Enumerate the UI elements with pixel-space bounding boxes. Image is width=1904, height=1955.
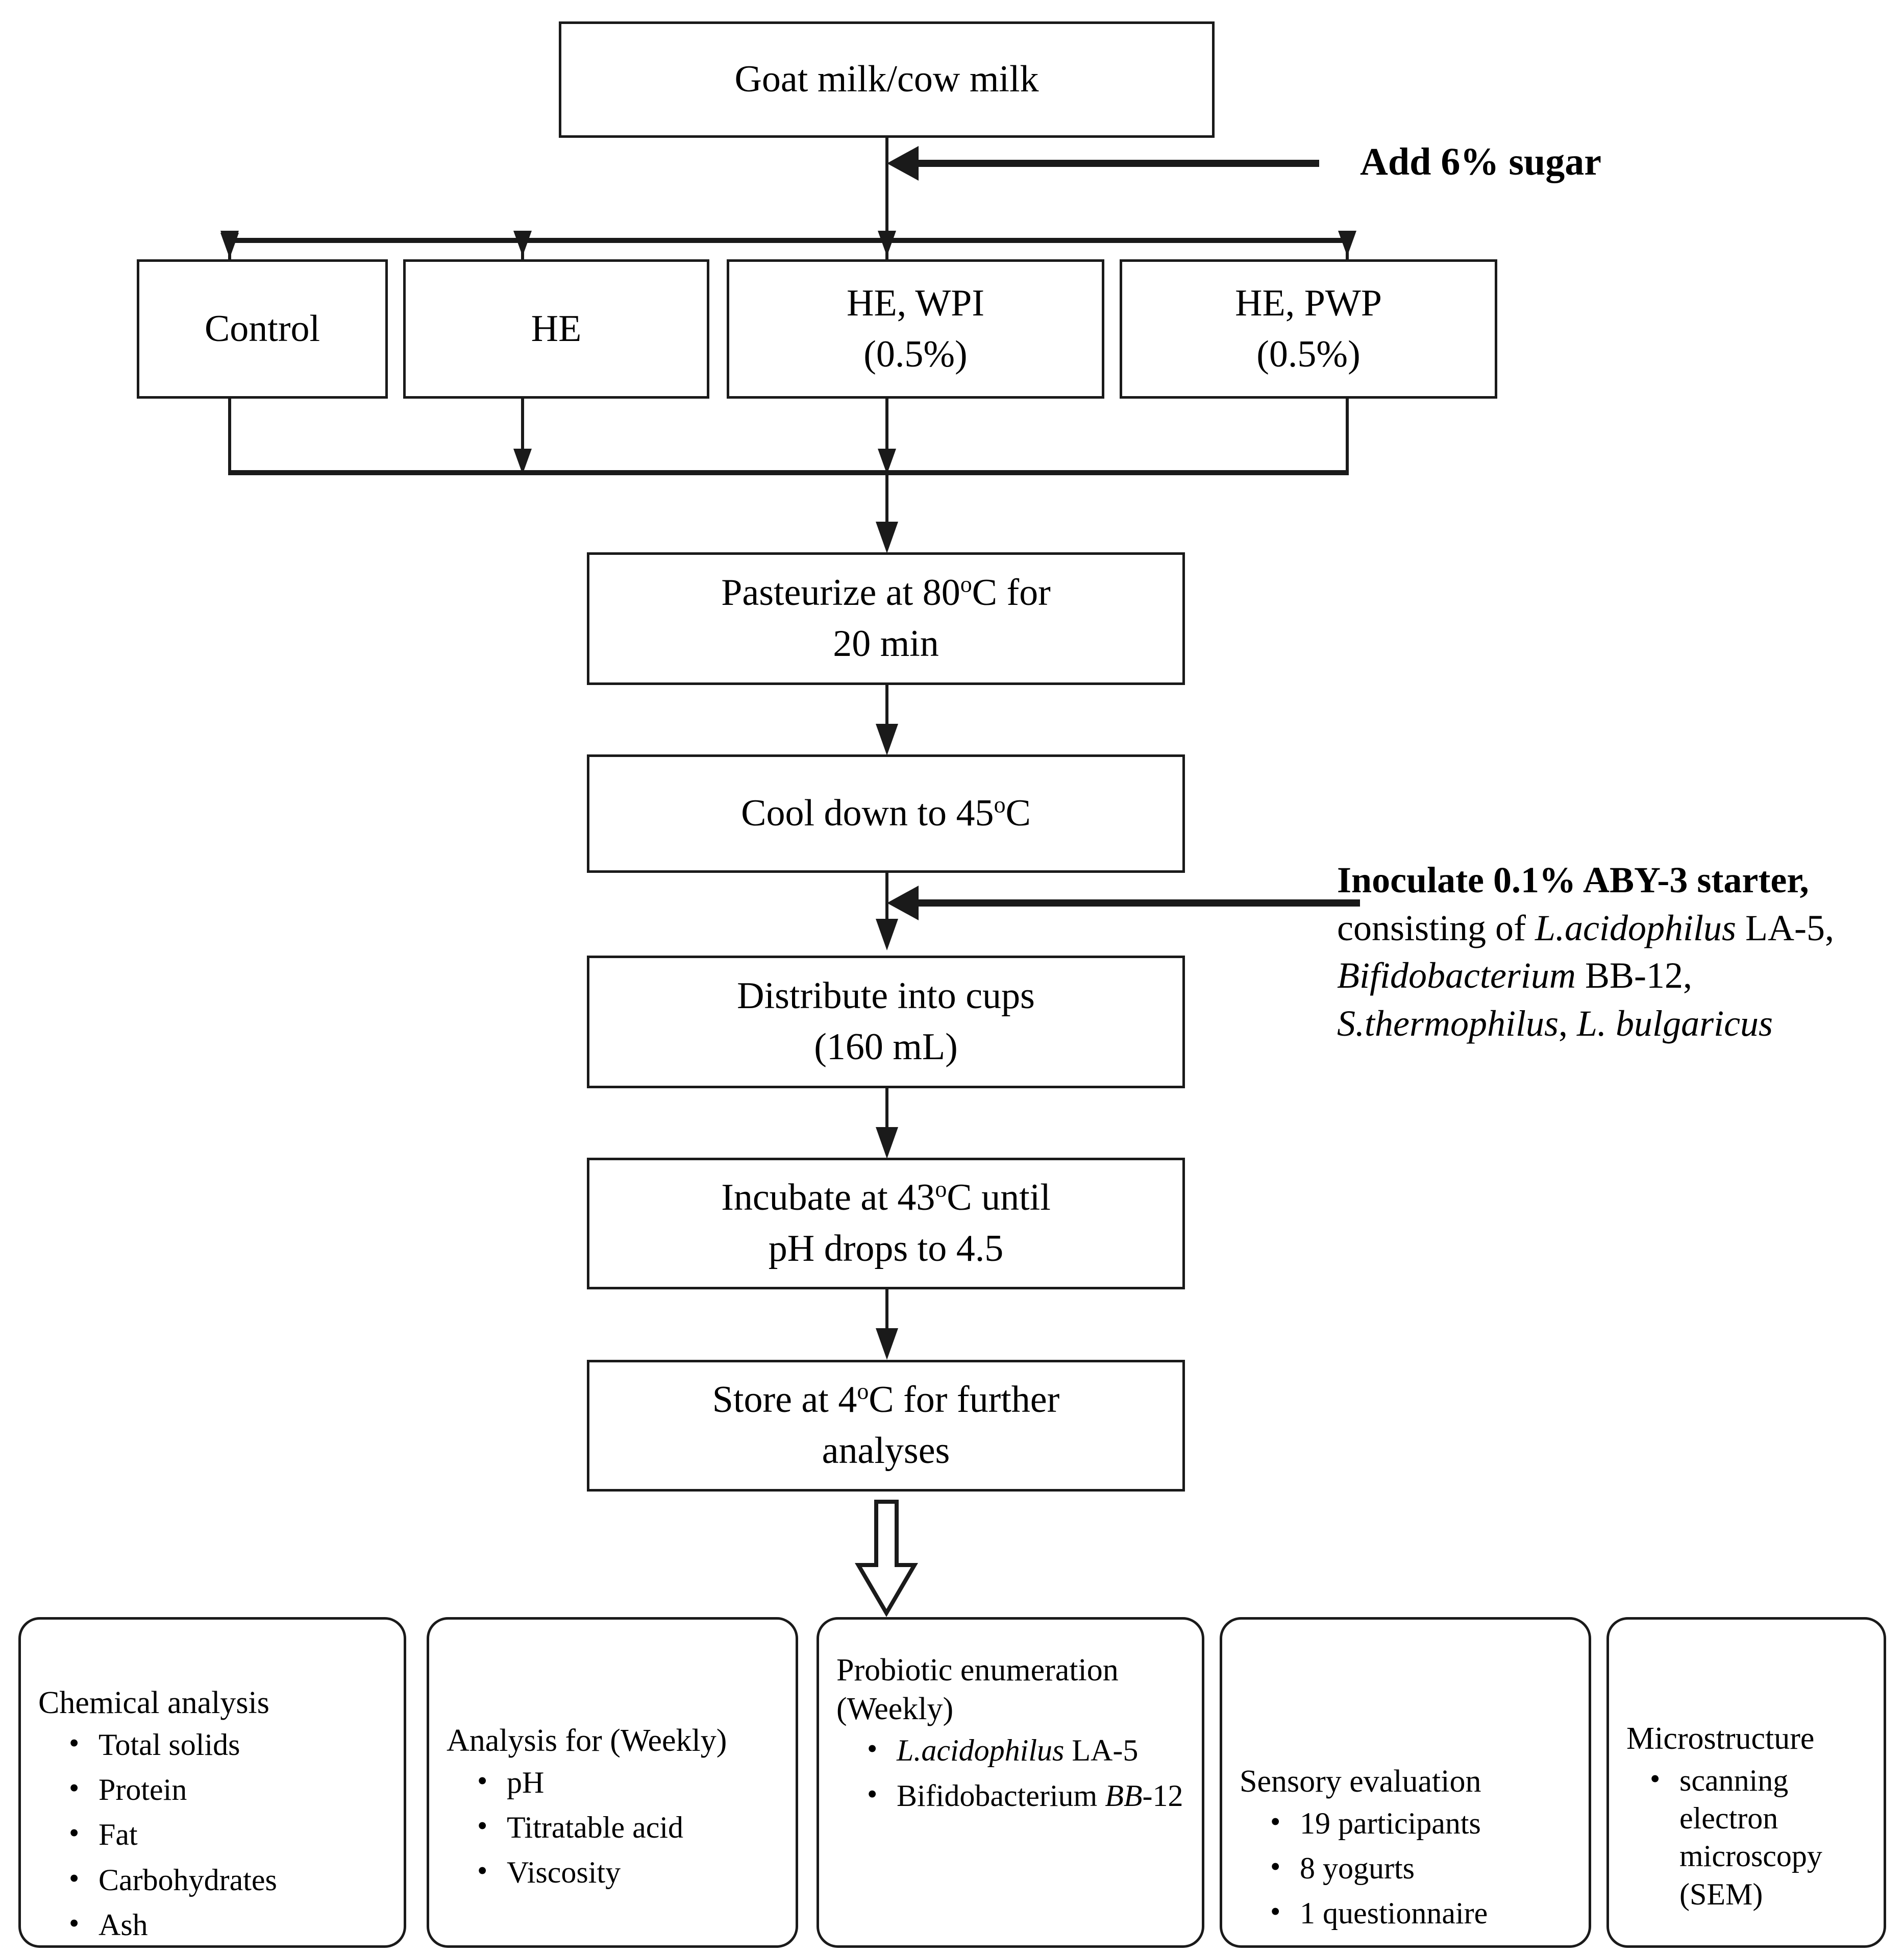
card-body-chemical: Chemical analysis Total solids Protein F… — [21, 1684, 404, 1945]
process-label-store: Store at 4oC for further analyses — [712, 1378, 1060, 1472]
probiotic-item-1-italic: BB — [1105, 1778, 1143, 1813]
arrowhead-to-store — [876, 1328, 898, 1360]
degree-symbol: o — [960, 571, 972, 597]
treatment-box-he: HE — [403, 259, 709, 399]
list-item: pH — [477, 1763, 778, 1801]
merge-leg-he — [521, 399, 524, 452]
merge-arrowhead-he — [513, 449, 532, 474]
analysis-card-weekly-analysis: Analysis for (Weekly) pH Titratable acid… — [427, 1617, 798, 1948]
degree-symbol: o — [935, 1176, 947, 1202]
process-box-pasteurize: Pasteurize at 80oC for 20 min — [587, 552, 1185, 685]
card-body-weekly: Analysis for (Weekly) pH Titratable acid… — [429, 1722, 796, 1899]
process-label-distribute: Distribute into cups (160 mL) — [737, 975, 1035, 1068]
analysis-card-chemical-analysis: Chemical analysis Total solids Protein F… — [18, 1617, 406, 1948]
card-title-weekly: Analysis for (Weekly) — [447, 1723, 727, 1758]
card-body-sensory: Sensory evaluation 19 participants 8 yog… — [1222, 1763, 1589, 1940]
card-title-chemical: Chemical analysis — [38, 1685, 269, 1720]
block-arrow-to-analyses — [855, 1500, 918, 1617]
list-item: Carbohydrates — [69, 1860, 386, 1899]
connector-pasteurize-to-cool — [885, 685, 888, 735]
treatment-label-he-pwp: HE, PWP (0.5%) — [1235, 282, 1382, 375]
process-box-cool: Cool down to 45oC — [587, 754, 1185, 873]
list-item: Ash — [69, 1905, 386, 1944]
connector-merge-to-pasteurize — [885, 470, 888, 530]
sugar-arrow-shaft — [916, 160, 1319, 167]
list-item: Protein — [69, 1770, 386, 1809]
process-box-incubate: Incubate at 43oC until pH drops to 4.5 — [587, 1158, 1185, 1289]
merge-leg-control — [228, 399, 231, 474]
card-title-probiotic: Probiotic enumeration (Weekly) — [836, 1653, 1119, 1726]
card-list-microstructure: scanning electron microscopy (SEM) — [1626, 1761, 1866, 1914]
degree-symbol: o — [994, 791, 1006, 818]
add-sugar-note: Add 6% sugar — [1360, 140, 1601, 183]
connector-incubate-to-store — [885, 1289, 888, 1339]
inoculate-note-rest: consisting of — [1337, 907, 1535, 948]
merge-bus — [228, 470, 1349, 475]
arrowhead-to-cool — [876, 724, 898, 755]
process-label-pasteurize: Pasteurize at 80oC for 20 min — [721, 571, 1051, 665]
source-box-goat-cow-milk: Goat milk/cow milk — [559, 21, 1215, 138]
card-list-sensory: 19 participants 8 yogurts 1 questionnair… — [1240, 1803, 1571, 1933]
treatment-label-control: Control — [204, 307, 320, 350]
inoculate-note: Inoculate 0.1% ABY-3 starter, consisting… — [1337, 857, 1893, 1047]
treatment-label-he: HE — [531, 307, 582, 350]
branch-arrowhead-2 — [513, 231, 532, 256]
list-item: L.acidophilus LA-5 — [867, 1730, 1184, 1769]
arrowhead-to-pasteurize — [876, 522, 898, 553]
merge-leg-he-pwp — [1346, 399, 1349, 474]
list-item: Titratable acid — [477, 1807, 778, 1846]
merge-arrowhead-he-wpi — [878, 449, 896, 474]
card-list-probiotic: L.acidophilus LA-5 Bifidobacterium BB-12 — [836, 1730, 1184, 1815]
branch-arrowhead-1 — [220, 231, 239, 256]
connector-source-to-branch — [885, 138, 888, 240]
list-item: 19 participants — [1270, 1803, 1571, 1842]
organism-3-italic: L. bulgaricus — [1577, 1003, 1773, 1044]
card-list-chemical: Total solids Protein Fat Carbohydrates A… — [38, 1725, 386, 1944]
organism-0-italic: L.acidophilus — [1535, 907, 1737, 948]
treatment-box-he-wpi: HE, WPI (0.5%) — [727, 259, 1104, 399]
source-box-label: Goat milk/cow milk — [734, 58, 1039, 101]
process-label-incubate: Incubate at 43oC until pH drops to 4.5 — [721, 1176, 1051, 1269]
organism-1-plain: BB-12, — [1575, 955, 1692, 996]
list-item: Total solids — [69, 1725, 386, 1764]
treatment-label-he-wpi: HE, WPI (0.5%) — [847, 282, 984, 375]
branch-arrowhead-3 — [878, 231, 896, 256]
treatment-box-control: Control — [137, 259, 388, 399]
inoculate-arrow-head — [887, 886, 919, 920]
inoculate-note-lead: Inoculate 0.1% ABY-3 starter, — [1337, 860, 1809, 900]
list-item: 1 questionnaire — [1270, 1893, 1571, 1932]
merge-leg-he-wpi — [885, 399, 888, 452]
card-body-microstructure: Microstructure scanning electron microsc… — [1609, 1720, 1884, 1920]
list-item: Viscosity — [477, 1852, 778, 1891]
card-list-weekly: pH Titratable acid Viscosity — [447, 1763, 778, 1892]
process-box-store: Store at 4oC for further analyses — [587, 1360, 1185, 1492]
probiotic-item-0-italic: L.acidophilus — [897, 1733, 1065, 1768]
treatment-box-he-pwp: HE, PWP (0.5%) — [1120, 259, 1497, 399]
analysis-card-probiotic-enumeration: Probiotic enumeration (Weekly) L.acidoph… — [817, 1617, 1204, 1948]
branch-bus — [228, 238, 1349, 243]
branch-arrowhead-4 — [1338, 231, 1356, 256]
list-item: 8 yogurts — [1270, 1848, 1571, 1887]
organism-0-plain: LA-5, — [1736, 907, 1834, 948]
connector-distribute-to-incubate — [885, 1088, 888, 1138]
process-label-cool: Cool down to 45oC — [741, 791, 1031, 835]
card-title-sensory: Sensory evaluation — [1240, 1764, 1481, 1799]
organism-2-plain: , — [1559, 1003, 1577, 1044]
list-item: scanning electron microscopy (SEM) — [1650, 1761, 1866, 1914]
arrowhead-to-incubate — [876, 1127, 898, 1159]
degree-symbol: o — [857, 1378, 869, 1404]
card-title-microstructure: Microstructure — [1626, 1721, 1815, 1756]
list-item: Bifidobacterium BB-12 — [867, 1776, 1184, 1815]
inoculate-arrow-shaft — [916, 899, 1360, 907]
arrowhead-to-distribute — [876, 919, 898, 950]
list-item: Fat — [69, 1815, 386, 1853]
organism-2-italic: S.thermophilus — [1337, 1003, 1559, 1044]
analysis-card-sensory-evaluation: Sensory evaluation 19 participants 8 yog… — [1220, 1617, 1591, 1948]
card-body-probiotic: Probiotic enumeration (Weekly) L.acidoph… — [819, 1651, 1202, 1822]
sugar-arrow-head — [887, 146, 919, 181]
analysis-card-microstructure: Microstructure scanning electron microsc… — [1606, 1617, 1886, 1948]
organism-1-italic: Bifidobacterium — [1337, 955, 1576, 996]
process-box-distribute: Distribute into cups (160 mL) — [587, 956, 1185, 1088]
